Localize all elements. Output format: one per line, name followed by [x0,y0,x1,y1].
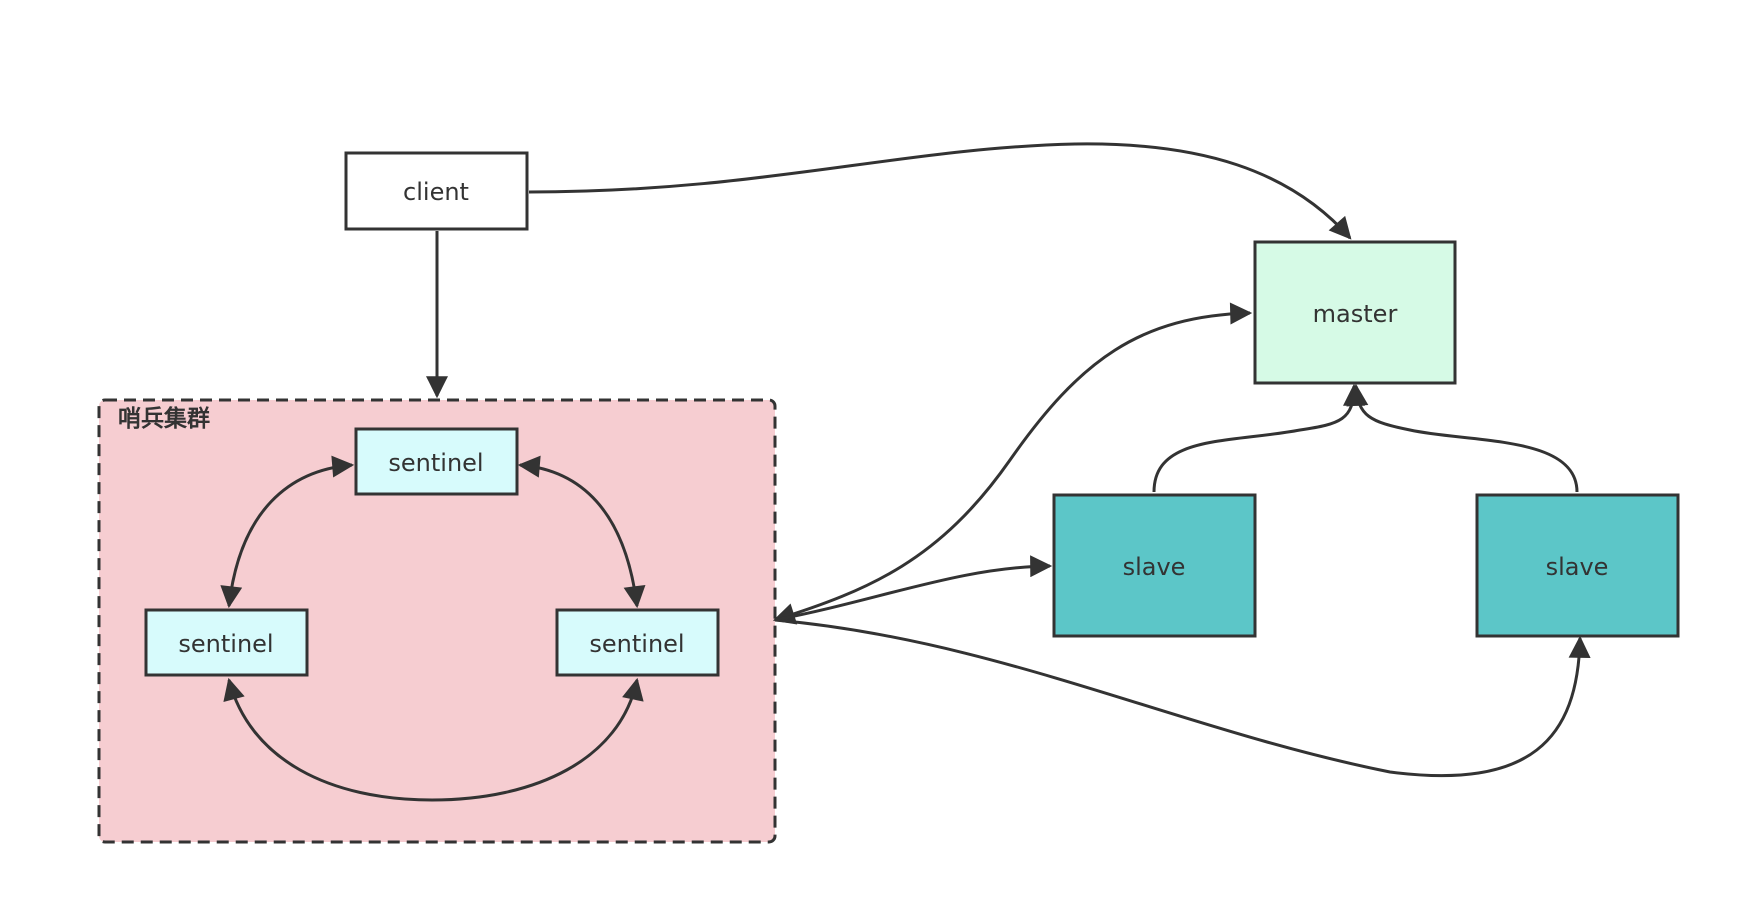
edges [220,142,1591,802]
node-sentinel-right: sentinel [555,608,720,677]
node-sentinel-right-label: sentinel [589,630,684,658]
node-sentinel-top: sentinel [354,427,519,496]
node-sentinel-left: sentinel [144,608,309,677]
edge-sentinel-top-right [517,455,646,609]
node-slave-left-label: slave [1123,553,1186,581]
edge-cluster-to-master [772,302,1253,625]
edge-cluster-to-slave-left [774,555,1053,622]
node-sentinel-left-label: sentinel [178,630,273,658]
edge-client-to-master [528,142,1352,240]
edge-cluster-to-slave-right [774,618,1591,778]
node-slave-right: slave [1475,493,1680,638]
edge-slave-right-to-master [1346,383,1579,493]
node-slave-left: slave [1052,493,1257,638]
node-client-label: client [403,178,469,206]
node-slave-right-label: slave [1546,553,1609,581]
node-sentinel-top-label: sentinel [388,449,483,477]
node-master: master [1253,240,1457,385]
edge-slave-left-to-master [1152,383,1365,493]
node-master-label: master [1313,300,1398,328]
edge-sentinel-left-right [223,677,644,802]
edge-sentinel-top-left [220,455,355,609]
node-client: client [344,151,529,231]
sentinel-cluster-label: 哨兵集群 [118,405,210,432]
